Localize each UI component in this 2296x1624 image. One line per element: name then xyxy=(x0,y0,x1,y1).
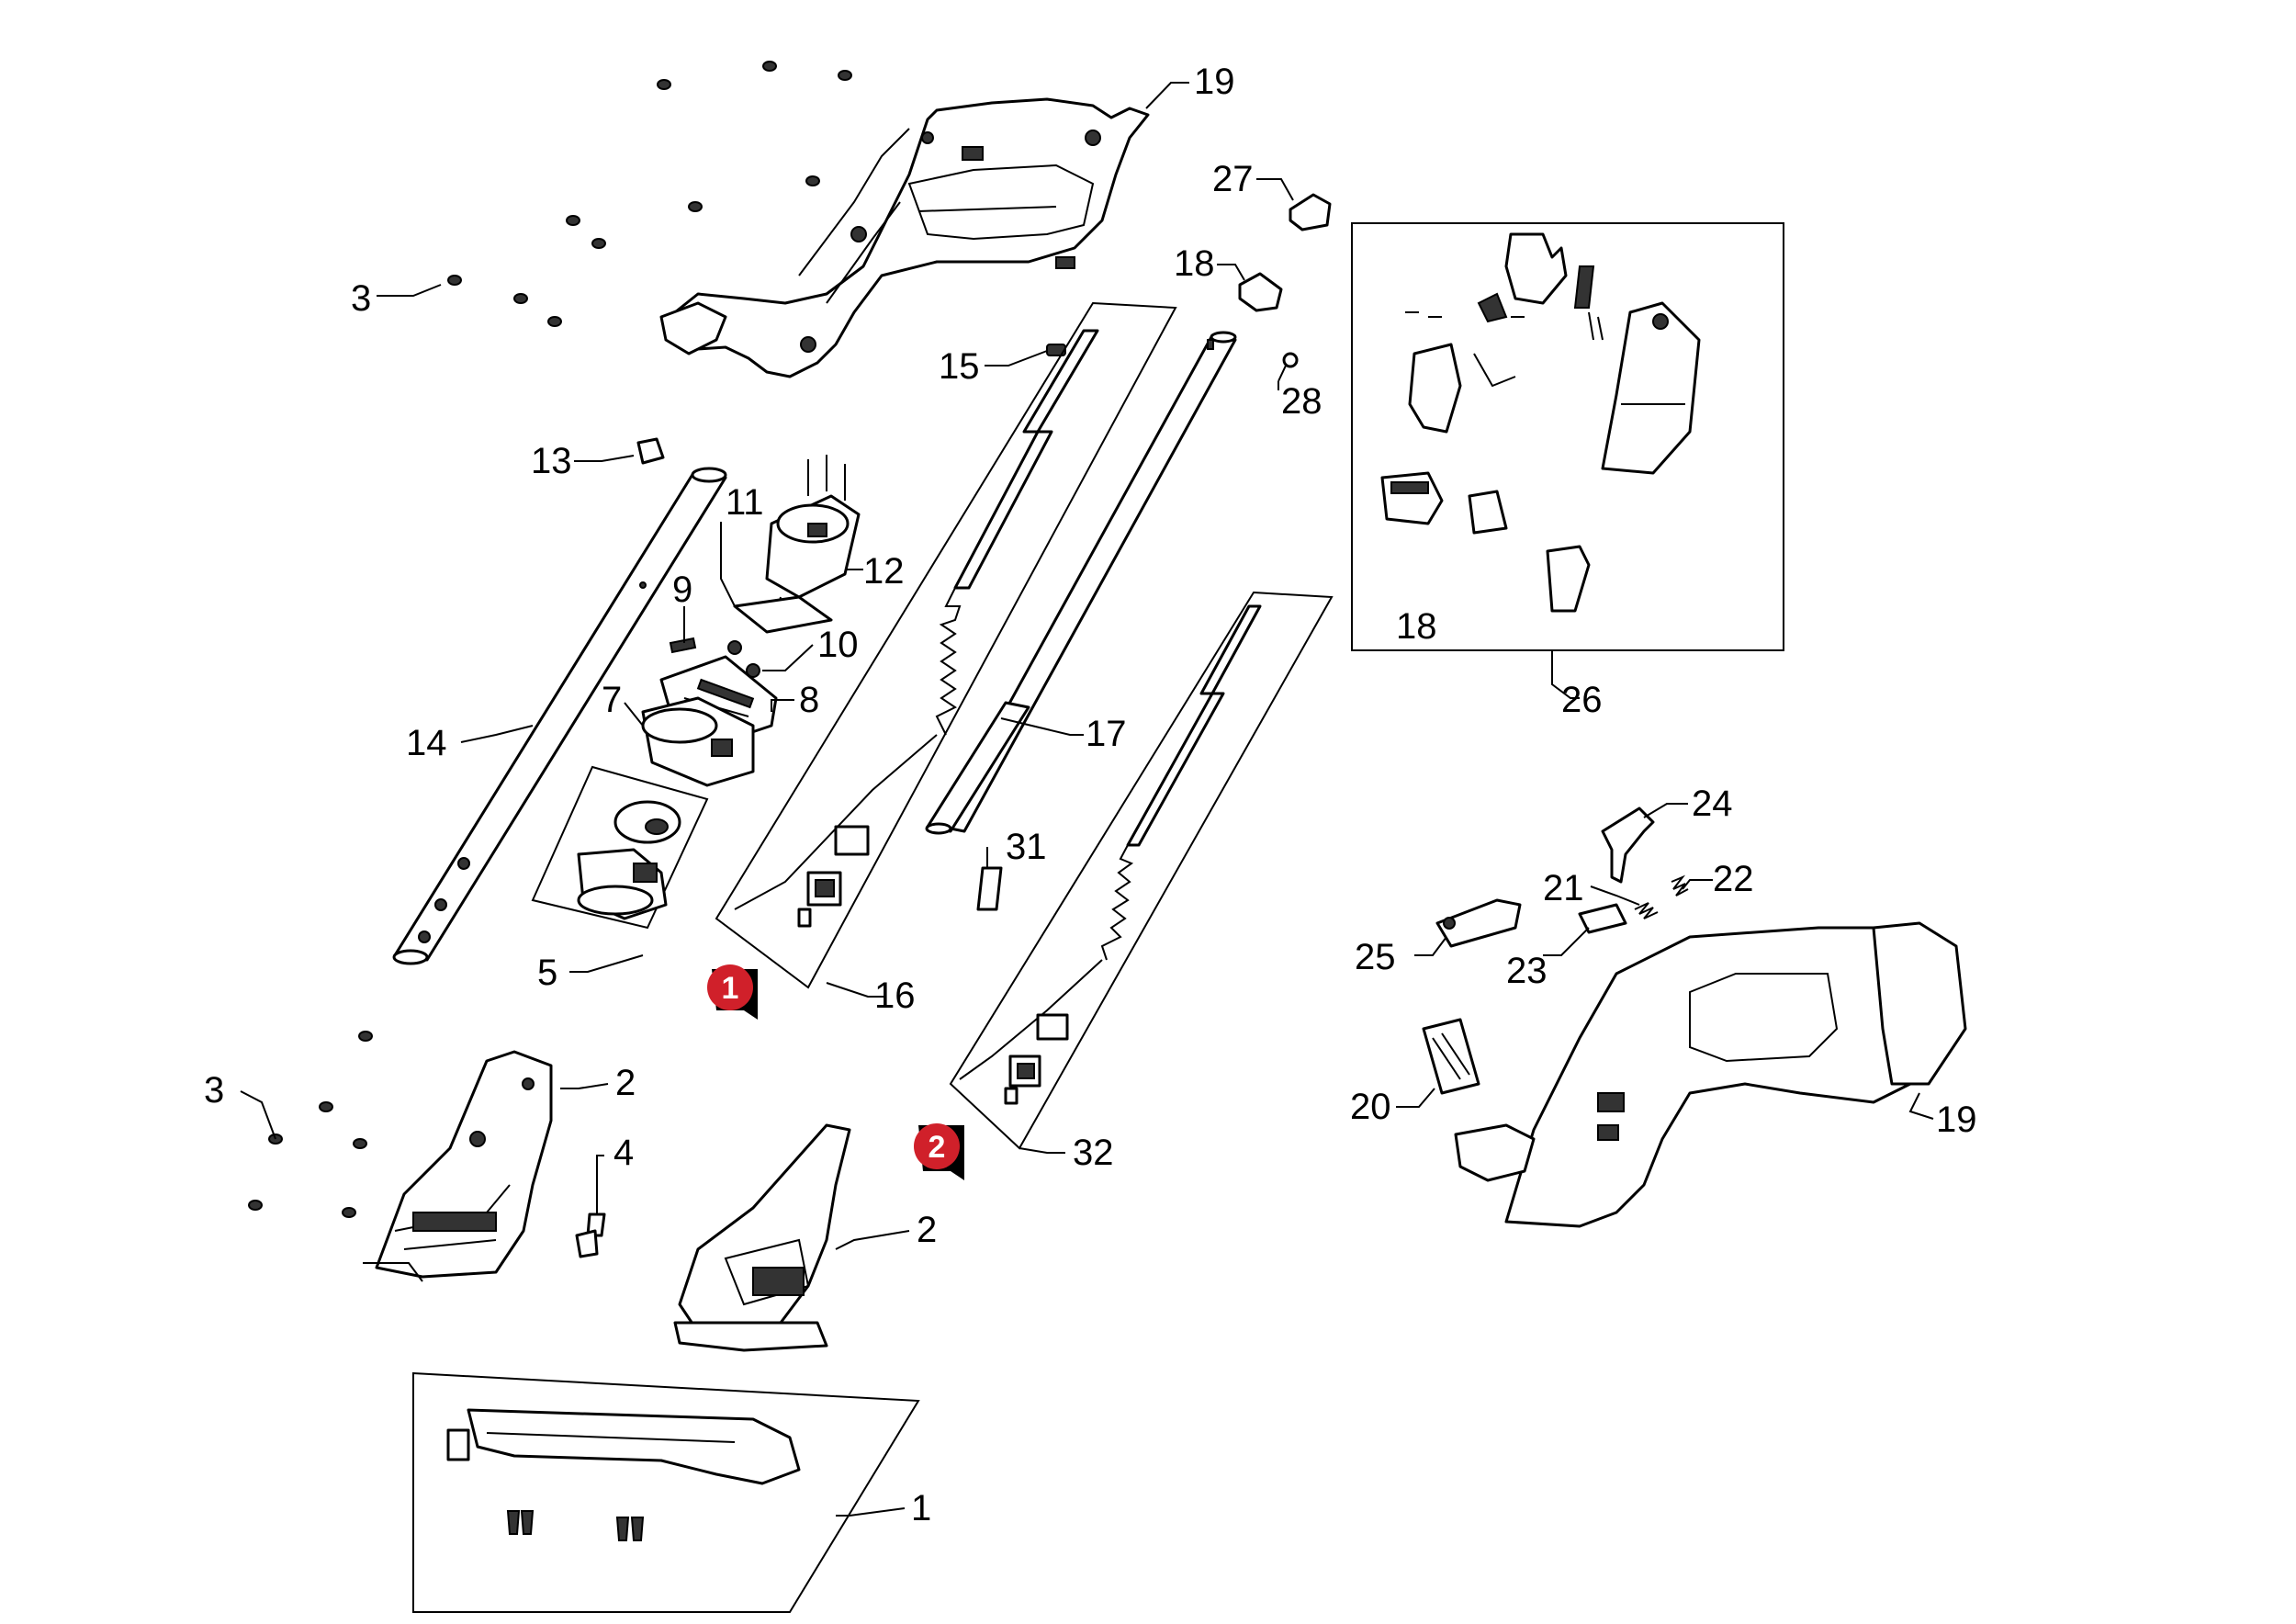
part-2-housing-right xyxy=(673,1123,851,1352)
part-20-pad xyxy=(1422,1018,1480,1095)
label-3-left: 3 xyxy=(204,1070,224,1111)
part-19-housing-half-top xyxy=(659,97,1150,378)
label-22: 22 xyxy=(1713,859,1754,899)
screws-group-left xyxy=(248,1031,373,1218)
label-19-top: 19 xyxy=(1194,62,1235,102)
label-9: 9 xyxy=(672,570,692,610)
part-25-trigger xyxy=(1435,898,1522,948)
label-15: 15 xyxy=(939,346,980,387)
label-16: 16 xyxy=(874,976,916,1016)
part-16-tube-panel xyxy=(715,301,1177,989)
part-18-clip-small xyxy=(1238,272,1283,312)
badge-2-marker: 2 xyxy=(914,1123,964,1180)
part-32-tube-panel xyxy=(949,591,1334,1150)
label-26: 26 xyxy=(1561,680,1603,720)
label-2-right: 2 xyxy=(917,1210,937,1250)
part-31-label xyxy=(976,866,1003,911)
label-1: 1 xyxy=(911,1488,931,1528)
badge-1-marker: 1 xyxy=(707,964,758,1020)
label-2-left: 2 xyxy=(615,1063,636,1103)
part-labels: 19 27 18 3 15 28 13 11 12 9 10 7 8 14 17… xyxy=(204,62,1977,1528)
part-14-tube xyxy=(392,467,727,965)
label-25: 25 xyxy=(1355,937,1396,977)
part-2-housing-left xyxy=(363,1050,553,1282)
part-15-pin xyxy=(1046,344,1066,356)
label-13: 13 xyxy=(531,441,572,481)
label-24: 24 xyxy=(1692,784,1733,824)
part-27-clip xyxy=(1289,193,1332,231)
label-12: 12 xyxy=(863,551,905,592)
label-21: 21 xyxy=(1543,868,1584,908)
label-18-box: 18 xyxy=(1396,606,1437,647)
part-5-spool-assembly xyxy=(531,765,709,930)
screws-group-top xyxy=(447,61,852,327)
part-19-handle-assembly xyxy=(1454,921,1967,1228)
label-28: 28 xyxy=(1281,381,1322,422)
label-32: 32 xyxy=(1073,1133,1114,1173)
part-7-housing-cup xyxy=(641,696,755,787)
part-1-guard-assembly xyxy=(412,1371,920,1613)
label-3-top: 3 xyxy=(351,278,371,319)
part-11-plate xyxy=(733,595,833,634)
label-7: 7 xyxy=(602,680,622,720)
label-11: 11 xyxy=(726,482,764,523)
label-8: 8 xyxy=(799,680,819,720)
part-4-terminal xyxy=(575,1212,606,1258)
label-20: 20 xyxy=(1350,1087,1391,1127)
part-28-screw xyxy=(1277,352,1299,382)
label-19-bottom: 19 xyxy=(1936,1100,1977,1140)
part-12-motor xyxy=(765,455,861,618)
badge-2-text: 2 xyxy=(929,1130,946,1165)
part-17-tube xyxy=(925,331,1237,835)
part-13-cap xyxy=(636,437,665,465)
label-18-small: 18 xyxy=(1174,243,1215,284)
label-5: 5 xyxy=(537,953,557,993)
label-14: 14 xyxy=(406,723,447,763)
label-23: 23 xyxy=(1506,951,1548,991)
label-10: 10 xyxy=(817,625,859,665)
label-17: 17 xyxy=(1086,714,1127,754)
part-26-switch-assembly xyxy=(1351,222,1784,651)
label-31: 31 xyxy=(1006,827,1047,867)
label-4: 4 xyxy=(613,1133,634,1173)
part-24-lever xyxy=(1601,806,1655,884)
label-27: 27 xyxy=(1212,159,1254,199)
part-23-switch xyxy=(1578,903,1627,934)
badge-1-text: 1 xyxy=(722,971,739,1006)
part-21-22-springs xyxy=(1634,874,1689,919)
leader-lines xyxy=(240,82,1934,1517)
